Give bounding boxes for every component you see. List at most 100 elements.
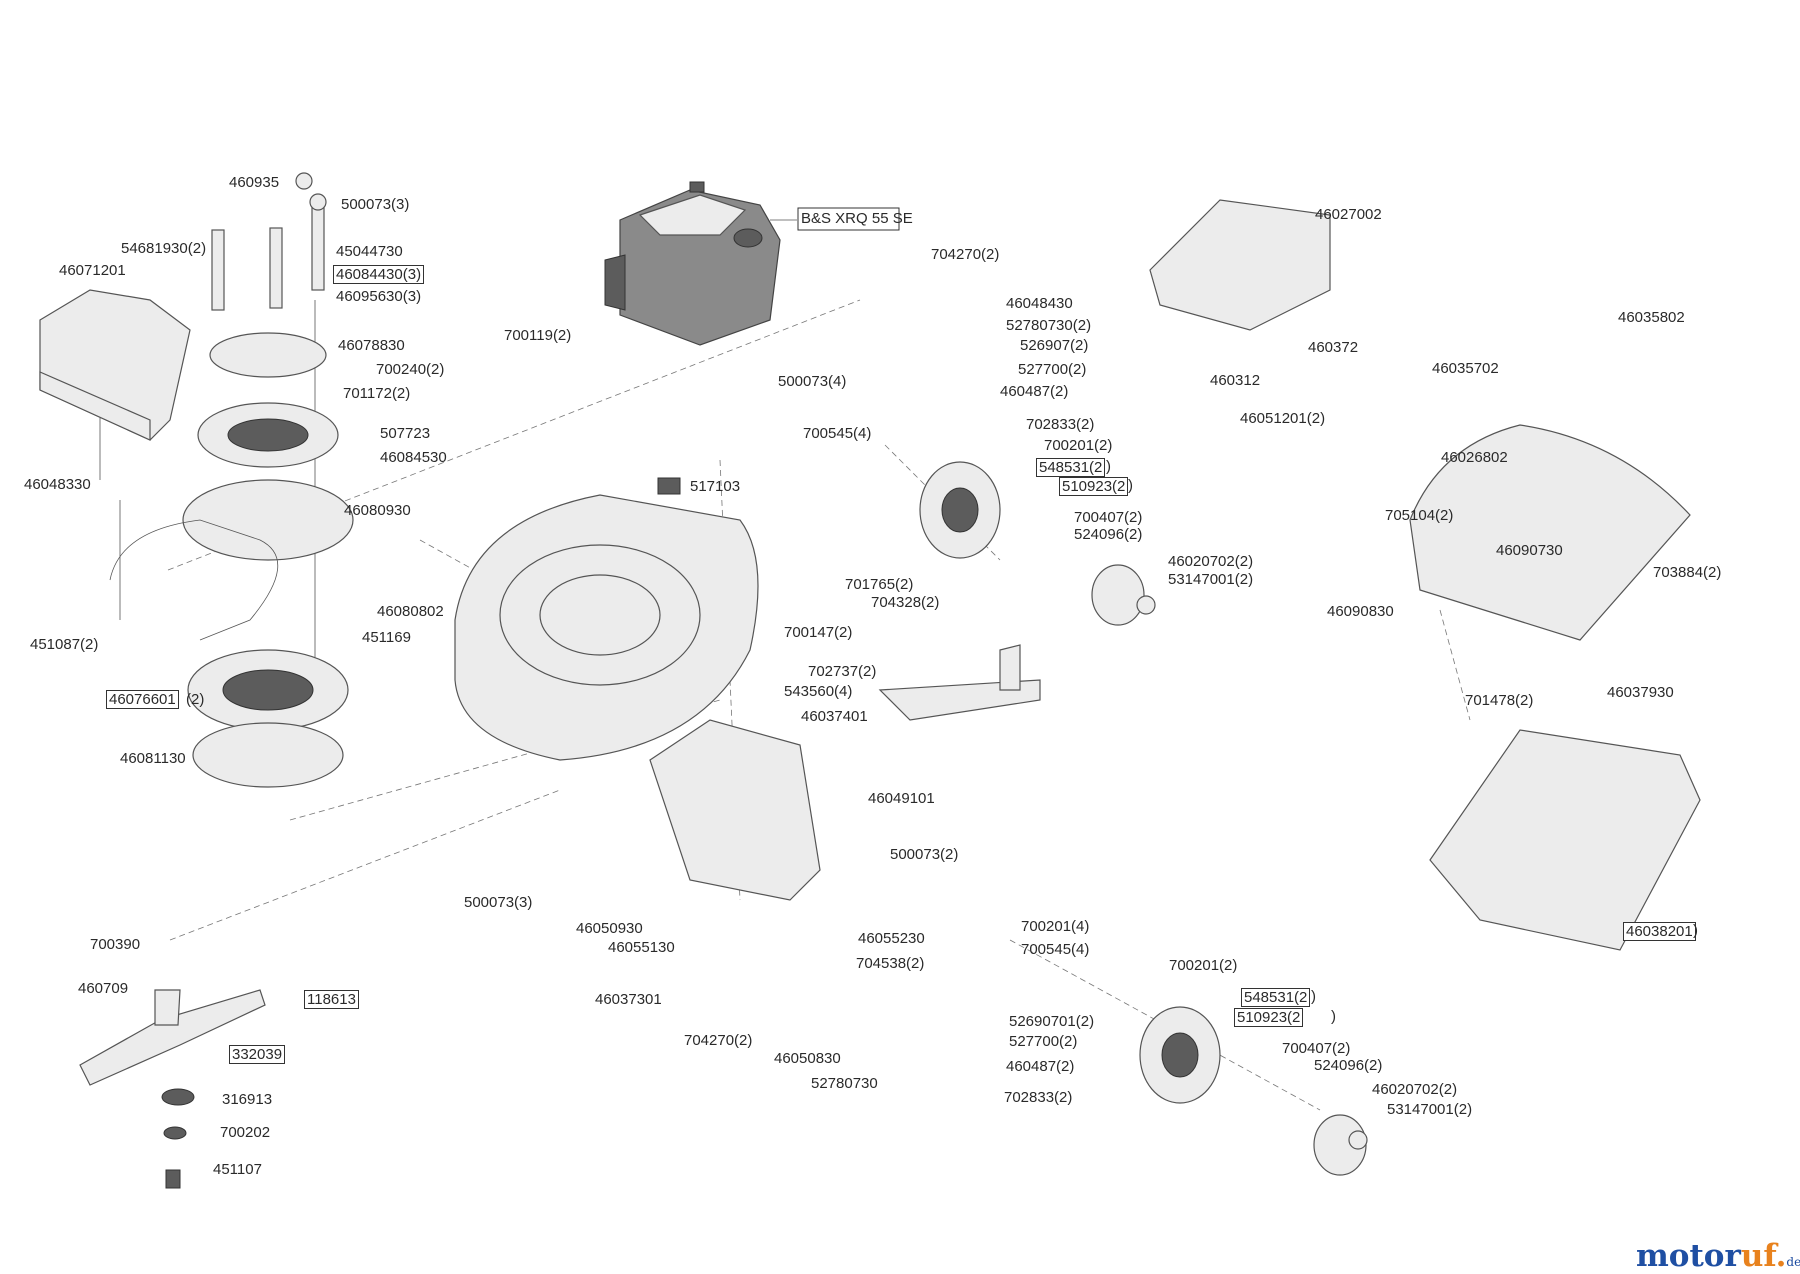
part-label: 46084530 [380,449,447,466]
part-label: 704538(2) [856,955,925,972]
part-label: 700407(2) [1282,1040,1351,1057]
part-label: 700545(4) [1021,941,1090,958]
part-label: 46080930 [344,502,411,519]
part-label: 517103 [690,478,741,495]
engine-model-label: B&S XRQ 55 SE [801,210,913,227]
part-label: 46055130 [608,939,675,956]
part-label: 46078830 [338,337,405,354]
site-watermark-logo: motoruf.de [1636,1238,1800,1274]
part-label: 451169 [362,629,411,646]
part-label: 54681930(2) [121,240,207,257]
part-label: 460372 [1308,339,1359,356]
handle-frame [109,519,279,641]
part-label: 700545(4) [803,425,872,442]
part-label-boxed: 46084430(3) [333,265,425,284]
grass-bag-lid [1149,199,1331,331]
part-label: 701765(2) [845,576,914,593]
part-label: 705104(2) [1385,507,1454,524]
part-label: ) [1331,1008,1336,1025]
part-label: 46080802 [377,603,444,620]
part-label-boxed: 118613 [304,990,359,1009]
part-label: ) [1693,922,1698,939]
part-label: 46026802 [1441,449,1508,466]
grass-bag-frame [1409,424,1691,641]
part-label: 46095630(3) [336,288,422,305]
part-label-boxed: 548531(2 [1036,458,1106,477]
part-label: 701172(2) [343,385,411,402]
part-label: 702833(2) [1026,416,1095,433]
part-label: 46090730 [1496,542,1563,559]
part-label: 46049101 [868,790,935,807]
rear-flap [39,289,191,441]
part-label: 46051201(2) [1240,410,1326,427]
watermark-part-a: motor [1636,1238,1741,1274]
part-label: 460487(2) [1006,1058,1075,1075]
part-label: 500073(3) [341,196,410,213]
part-label: 46071201 [59,262,126,279]
part-label-boxed: 332039 [229,1045,286,1064]
part-label: ) [1311,988,1316,1005]
part-label: 700119(2) [504,327,572,344]
part-label: 460935 [229,174,280,191]
part-label: 702833(2) [1004,1089,1073,1106]
part-label: 52690701(2) [1009,1013,1095,1030]
part-label: 527700(2) [1009,1033,1078,1050]
watermark-dot: . [1775,1238,1787,1274]
rings-left [182,332,354,788]
part-label: 46050930 [576,920,643,937]
part-label: 700240(2) [376,361,445,378]
blade-assembly [79,989,266,1189]
part-label: 700201(2) [1044,437,1113,454]
part-label-boxed: 46038201 [1623,922,1696,941]
rear-chute [649,644,1041,901]
part-label: 46048430 [1006,295,1073,312]
bolts-top-left [211,172,327,311]
wheel-front [919,461,1156,626]
part-label: 46048330 [24,476,91,493]
part-label-boxed: 46076601 [106,690,179,709]
part-label: 52780730 [811,1075,878,1092]
part-label: 704328(2) [871,594,940,611]
part-label: 46055230 [858,930,925,947]
part-label: 543560(4) [784,683,853,700]
part-label: 46020702(2) [1168,553,1254,570]
part-label: 46035802 [1618,309,1685,326]
part-label: 46050830 [774,1050,841,1067]
engine-label-box [797,207,900,231]
part-label: 701478(2) [1465,692,1534,709]
part-label: ) [1128,477,1133,494]
part-label: 700147(2) [784,624,853,641]
part-label: 460312 [1210,372,1261,389]
part-label: 460487(2) [1000,383,1069,400]
part-label: 527700(2) [1018,361,1087,378]
part-label: 702737(2) [808,663,877,680]
part-label-boxed: 510923(2 [1059,477,1129,496]
part-label: 524096(2) [1074,526,1143,543]
engine-bs-xrq55se [604,181,797,346]
part-label: 524096(2) [1314,1057,1383,1074]
part-label: 700407(2) [1074,509,1143,526]
part-label: ) [1106,458,1111,475]
part-label: 526907(2) [1020,337,1089,354]
part-label: 45044730 [336,243,403,260]
part-label: (2) [186,691,205,708]
part-label: 500073(4) [778,373,847,390]
part-label: 46035702 [1432,360,1499,377]
wheel-rear [1139,1006,1368,1176]
part-label: 46037301 [595,991,662,1008]
watermark-tld: de [1786,1255,1800,1269]
part-label-boxed: 548531(2 [1241,988,1311,1007]
part-label: 500073(2) [890,846,959,863]
part-label: 704270(2) [684,1032,753,1049]
part-label: 46027002 [1315,206,1382,223]
part-label: 46020702(2) [1372,1081,1458,1098]
part-label: 316913 [222,1091,273,1108]
part-label: 46037401 [801,708,868,725]
part-label: 460709 [78,980,129,997]
part-label: 700201(4) [1021,918,1090,935]
part-label: 507723 [380,425,431,442]
part-label: 46081130 [120,750,186,767]
part-label: 451107 [213,1161,262,1178]
part-label: 500073(3) [464,894,533,911]
